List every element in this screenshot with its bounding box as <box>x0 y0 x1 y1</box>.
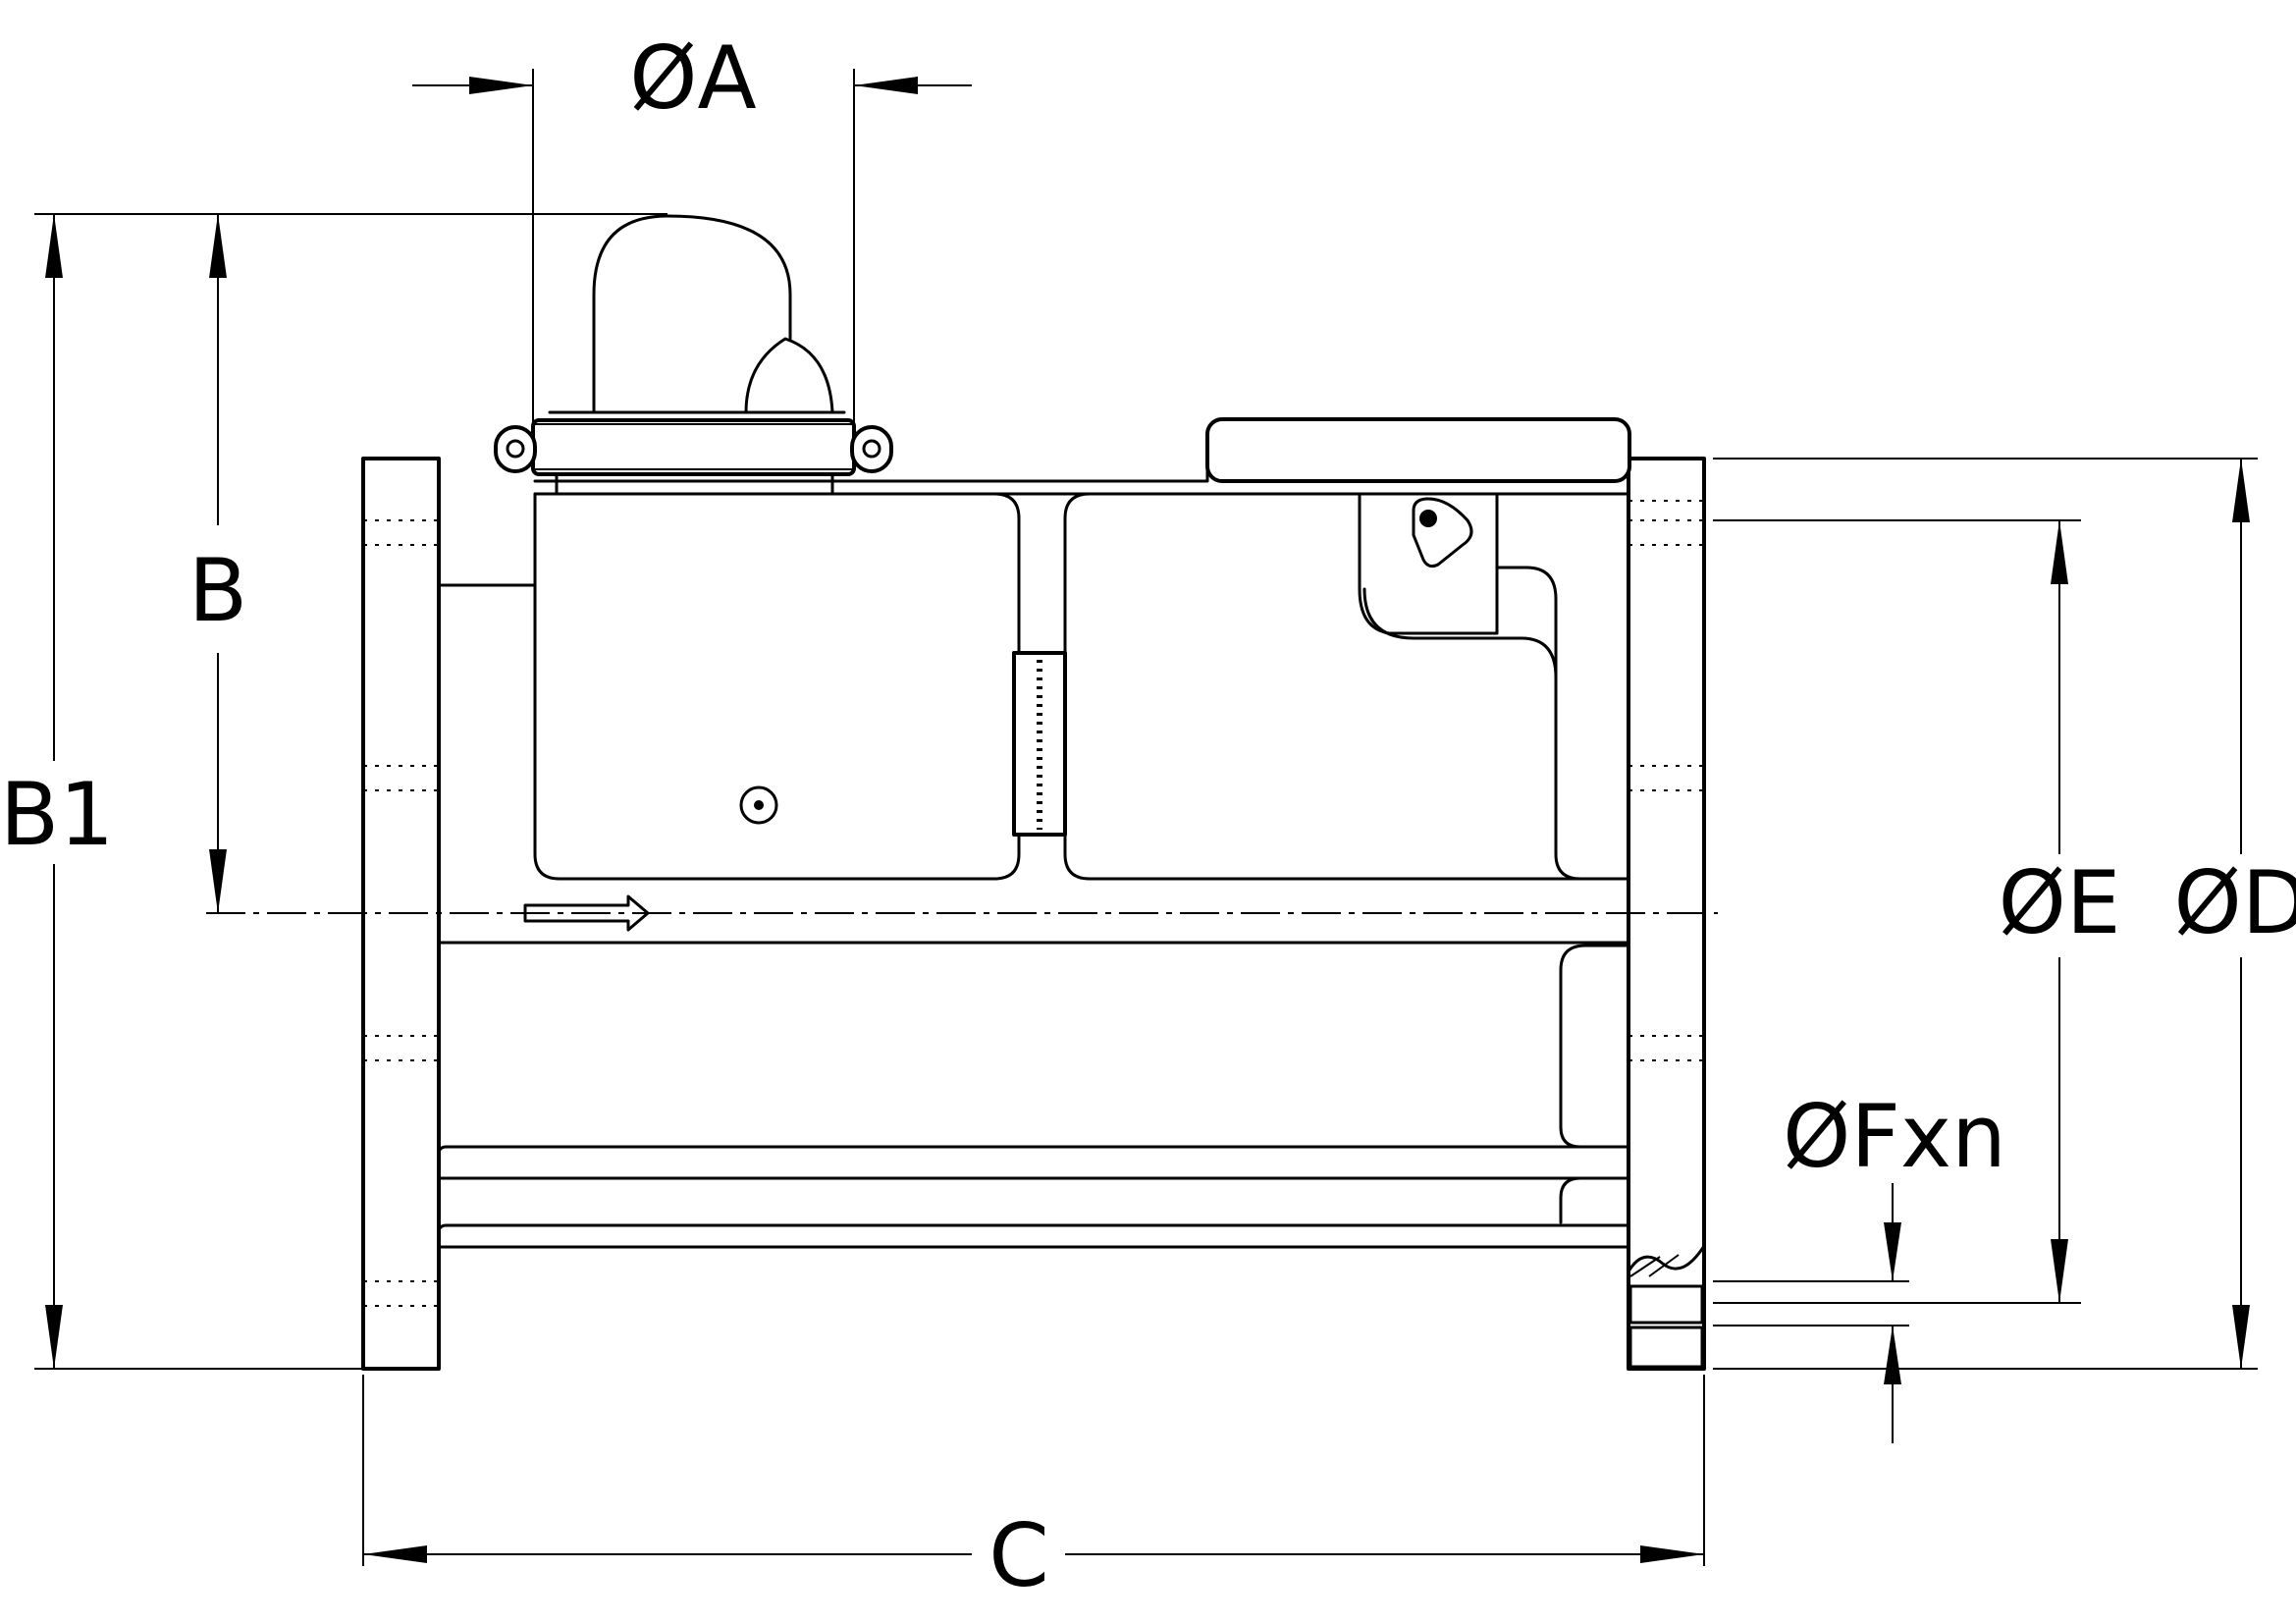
flow-direction-arrow-icon <box>523 894 650 932</box>
label-b: B <box>188 540 247 641</box>
reference-pin-icon <box>739 785 778 825</box>
label-dia-e: ØE <box>1999 852 2121 953</box>
label-dia-d: ØD <box>2173 852 2296 953</box>
sensor-strip <box>1012 651 1067 837</box>
flange-cutaway-section <box>1627 1244 1706 1369</box>
meter-body <box>437 464 1630 1249</box>
connector-nut-icon <box>1412 497 1473 568</box>
lower-right-pocket <box>1559 944 1630 1149</box>
label-dia-a: ØA <box>629 27 756 129</box>
mounting-screw-left-icon <box>494 425 537 473</box>
terminal-box <box>1205 417 1631 483</box>
label-b1: B1 <box>0 764 114 865</box>
dimension-dia-fxn: ØFxn <box>1713 1086 2006 1443</box>
left-flange-bolt-holes <box>363 519 439 1307</box>
dimension-c: C <box>362 1375 1705 1606</box>
dimension-dia-a: ØA <box>412 27 972 422</box>
right-flange-bolt-holes <box>1629 500 1704 1061</box>
mounting-screw-right-icon <box>850 425 893 473</box>
cable-connector <box>1358 492 1582 881</box>
left-compartment <box>533 492 1021 881</box>
dimension-dia-e: ØE <box>1713 519 2121 1304</box>
label-dia-fxn: ØFxn <box>1783 1086 2006 1187</box>
dimension-dia-d: ØD <box>1713 458 2296 1370</box>
label-c: C <box>988 1505 1048 1606</box>
converter-housing <box>494 214 893 496</box>
right-compartment <box>1063 492 1630 881</box>
dimension-b: B <box>188 214 247 913</box>
dimension-b1: B1 <box>0 213 667 1370</box>
